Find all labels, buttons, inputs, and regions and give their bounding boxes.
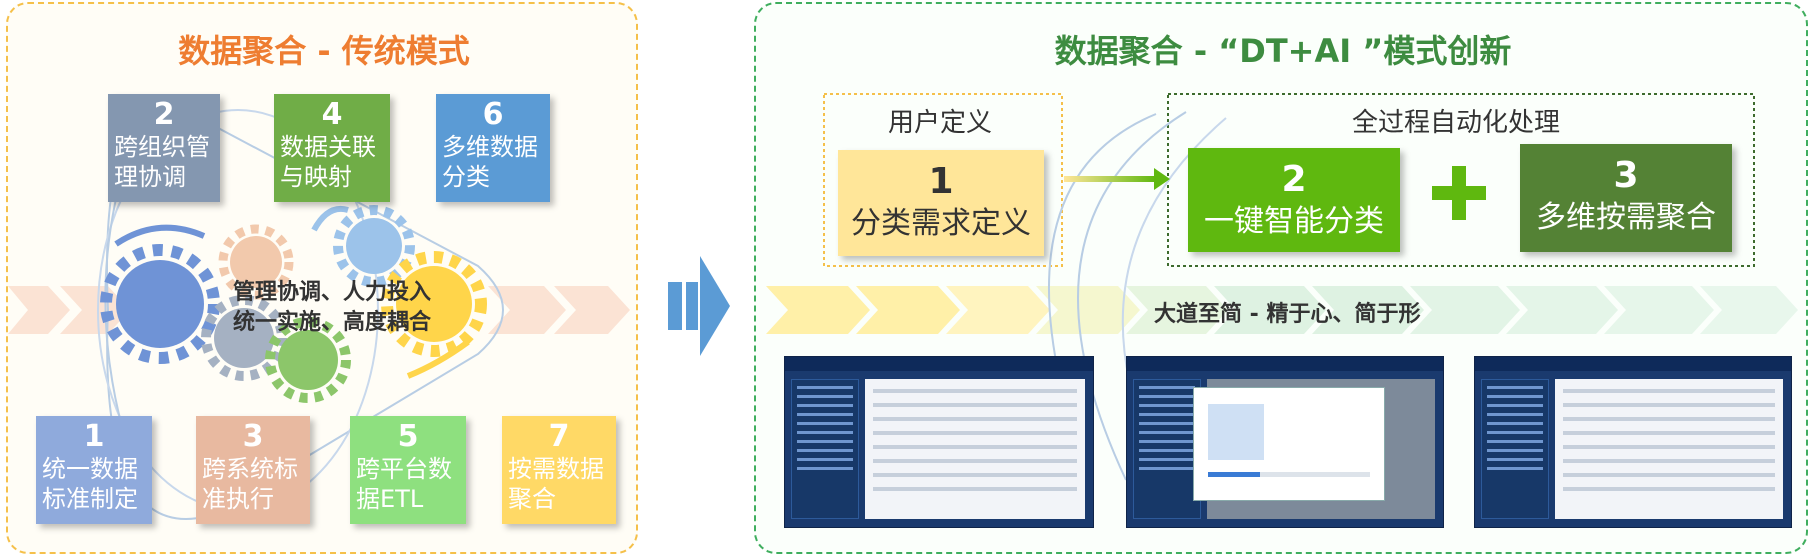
- flow-arrow-icon: [1064, 168, 1170, 190]
- transition-arrow-icon: [668, 256, 730, 356]
- chevron-band: [766, 286, 1798, 334]
- rotate-arrow-icon: [406, 339, 470, 379]
- step-box-7: 7 按需数据 聚合: [502, 416, 616, 524]
- screenshot-thumbnail-2: [1126, 356, 1444, 528]
- gear-yellow-icon: [381, 251, 487, 357]
- motto-text: 大道至简 - 精于心、简于形: [1154, 302, 1421, 327]
- decorative-curve: [1077, 111, 1187, 481]
- step-box-6: 6 多维数据 分类: [436, 94, 550, 202]
- screenshot-thumbnail-1: [784, 356, 1094, 528]
- screenshot-thumbnail-3: [1474, 356, 1792, 528]
- step-box-5: 5 跨平台数 据ETL: [350, 416, 466, 524]
- progress-dialog: [1193, 387, 1385, 501]
- traditional-diagram-graphics: [8, 107, 630, 520]
- gear-green-icon: [265, 317, 351, 403]
- step-box-4: 4 数据关联 与映射: [274, 94, 390, 202]
- rotate-arrow-icon: [311, 206, 349, 232]
- innovation-step-3: 3 多维按需聚合: [1520, 144, 1732, 252]
- innovation-step-1: 1 分类需求定义: [838, 150, 1044, 256]
- gear-peach-icon: [218, 224, 294, 300]
- innovation-step-2: 2 一键智能分类: [1188, 148, 1400, 252]
- step-box-2: 2 跨组织管 理协调: [108, 94, 220, 202]
- gear-blue-icon: [100, 244, 220, 364]
- innovation-mode-title: 数据聚合 - “DT+AI ”模式创新: [1054, 32, 1512, 70]
- automation-label: 全过程自动化处理: [1352, 108, 1561, 138]
- user-define-label: 用户定义: [888, 108, 993, 138]
- rotate-arrow-icon: [114, 224, 206, 247]
- innovation-diagram-graphics: [766, 93, 1798, 483]
- innovation-mode-panel: 数据聚合 - “DT+AI ”模式创新: [754, 2, 1808, 554]
- traditional-mode-panel: 数据聚合 - 传统模式: [6, 2, 638, 554]
- step-box-1: 1 统一数据 标准制定: [36, 416, 152, 524]
- traditional-mode-title: 数据聚合 - 传统模式: [178, 32, 470, 70]
- gear-caption: 管理协调、人力投入 统一实施、高度耦合: [232, 280, 431, 335]
- plus-icon: [1432, 166, 1486, 220]
- chevron-band: [8, 286, 630, 334]
- gear-grey-icon: [201, 295, 287, 381]
- user-define-frame: [823, 93, 1063, 267]
- gear-lightblue-icon: [333, 205, 415, 287]
- step-box-3: 3 跨系统标 准执行: [196, 416, 310, 524]
